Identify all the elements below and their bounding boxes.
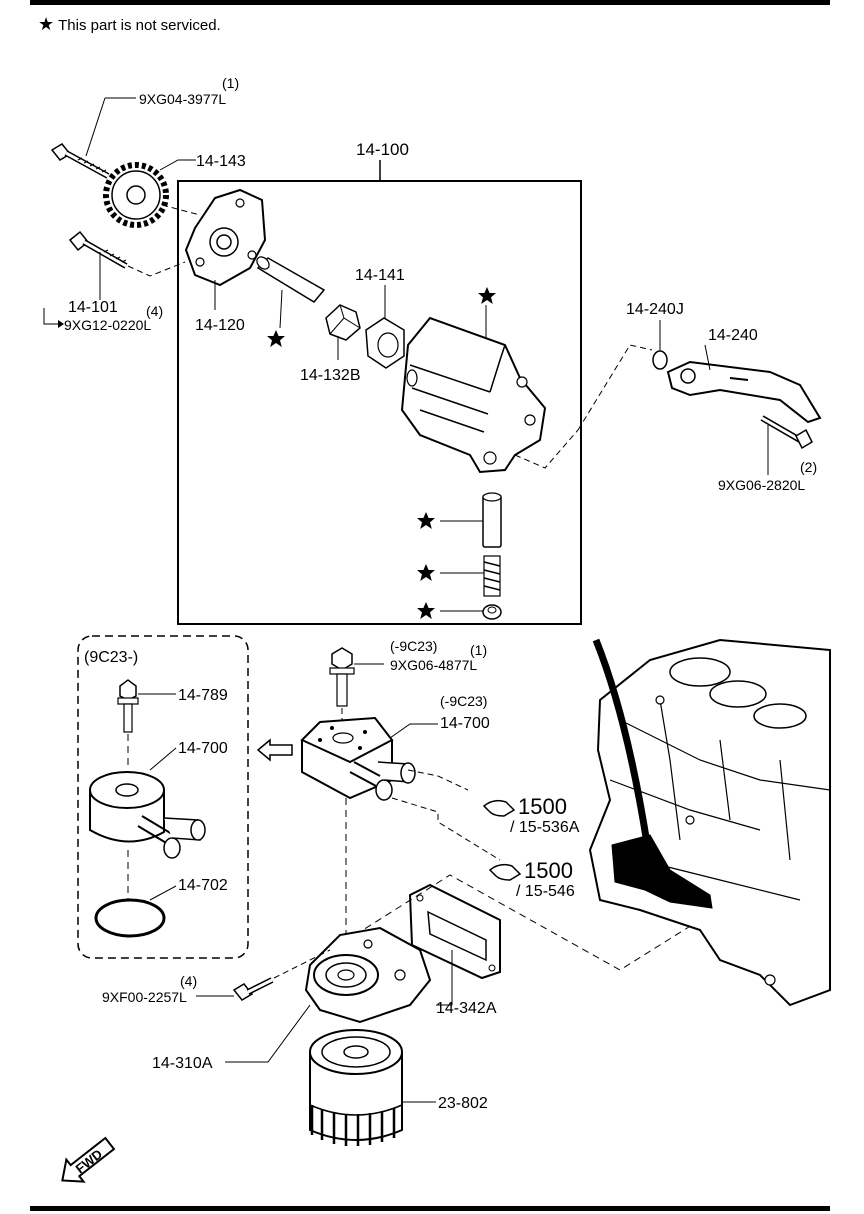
label-body-bolt-pn: 9XF00-2257L (102, 989, 187, 1005)
filter-body (304, 926, 432, 1024)
label-cooler-bolt-pn: 9XG06-4877L (390, 657, 477, 673)
cooler-bolt (329, 647, 355, 707)
variant-oil-cooler (89, 771, 206, 859)
dipstick-tube (592, 638, 652, 851)
label-cover: 14-120 (195, 317, 245, 334)
relief-plug (482, 604, 502, 620)
pump-body (400, 316, 547, 474)
label-ref2-sub: / 15-546 (516, 883, 575, 900)
label-ref1-num: 1500 (518, 794, 567, 819)
label-bolt-mid-qty: (4) (146, 303, 163, 319)
legend-note: ★This part is not serviced. (38, 14, 221, 35)
label-bolt-var: 14-789 (178, 687, 228, 704)
bolt-mid (68, 230, 128, 269)
label-rotor: 14-141 (355, 267, 405, 284)
label-oring: 14-702 (178, 877, 228, 894)
relief-spring (483, 555, 501, 597)
bottom-rule (30, 1206, 830, 1211)
label-gasket: 14-342A (436, 1000, 497, 1017)
label-bolt-mid-pn: 9XG12-0220L (64, 317, 151, 333)
top-rule (30, 0, 830, 5)
sprocket (103, 162, 169, 228)
label-bolt-mid: 14-101 (68, 299, 118, 316)
replacement-arrow (256, 738, 293, 762)
oil-filter (309, 1029, 403, 1146)
label-cooler: 14-700 (440, 715, 490, 732)
strainer-ring (652, 350, 668, 370)
label-assembly: 14-100 (356, 140, 409, 159)
outer-rotor (365, 317, 405, 369)
legend-text: This part is not serviced. (58, 17, 221, 34)
hose-reference-icon (488, 863, 522, 881)
star-icon (267, 330, 285, 347)
oil-strainer (666, 360, 822, 424)
label-filter: 23-802 (438, 1095, 488, 1112)
label-cooler-note: (-9C23) (440, 693, 487, 709)
label-cooler-var: 14-700 (178, 740, 228, 757)
label-strainer-bolt-qty: (2) (800, 459, 817, 475)
label-bolt-top-pn: 9XG04-3977L (139, 91, 226, 107)
bolt-top (50, 143, 110, 179)
label-inner-rotor: 14-132B (300, 367, 361, 384)
o-ring (94, 898, 166, 938)
oil-cooler (300, 716, 416, 801)
star-icon (417, 602, 435, 619)
label-variant-box: (9C23-) (84, 649, 138, 666)
label-ring: 14-240J (626, 301, 684, 318)
pump-cover (184, 188, 267, 287)
star-icon (417, 512, 435, 529)
label-cooler-bolt-note: (-9C23) (390, 638, 437, 654)
label-body-bolt-qty: (4) (180, 973, 197, 989)
label-cooler-bolt-qty: (1) (470, 642, 487, 658)
strainer-bolt (760, 415, 813, 450)
label-ref1-sub: / 15-536A (510, 819, 580, 836)
star-icon (478, 287, 496, 304)
label-sprocket: 14-143 (196, 153, 246, 170)
label-strainer-bolt-pn: 9XG06-2820L (718, 477, 805, 493)
relief-plunger (482, 492, 502, 548)
variant-bolt (117, 679, 139, 733)
hose-reference-icon (482, 799, 516, 817)
label-ref2-num: 1500 (524, 858, 573, 883)
body-bolt (232, 977, 274, 1001)
pump-shaft (256, 256, 326, 303)
inner-rotor (325, 304, 361, 341)
label-strainer: 14-240 (708, 327, 758, 344)
star-icon: ★ (38, 14, 55, 34)
engine-block (588, 638, 831, 1007)
variant-box (77, 635, 249, 959)
mounting-face (611, 834, 713, 909)
label-filter-body: 14-310A (152, 1055, 213, 1072)
star-icon (417, 564, 435, 581)
fwd-arrow-icon (61, 1136, 116, 1183)
label-bolt-top-qty: (1) (222, 75, 239, 91)
